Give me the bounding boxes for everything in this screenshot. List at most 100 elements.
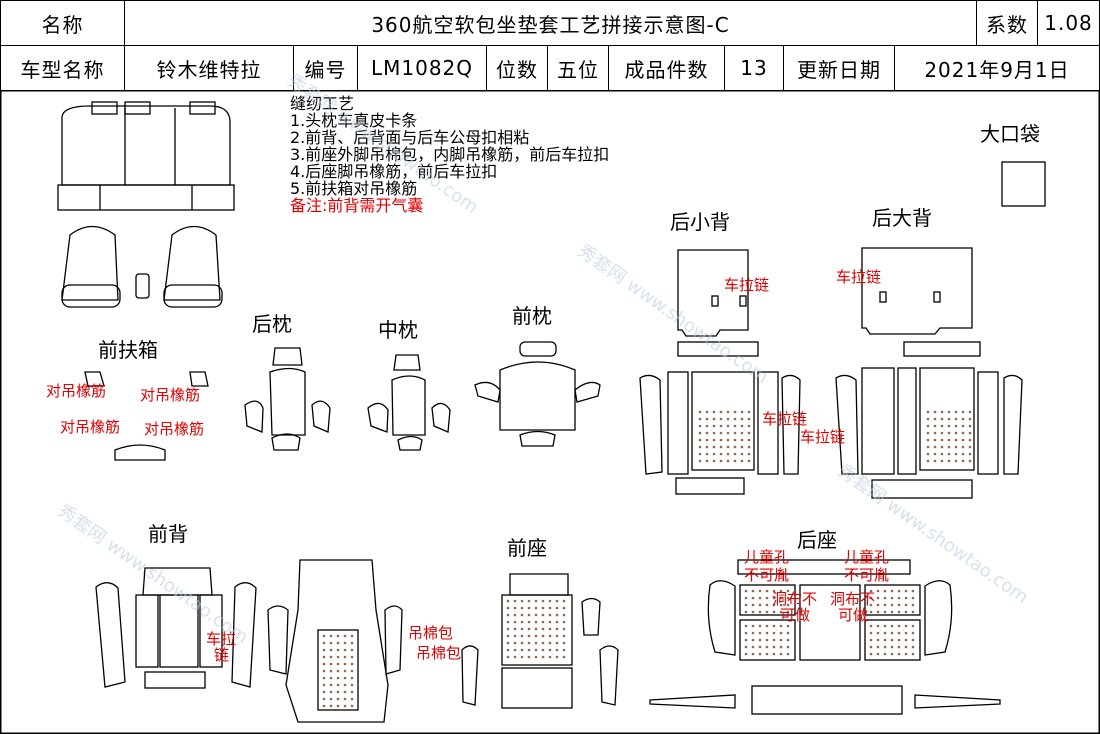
- quilting-dot: [933, 431, 937, 435]
- quilting-dot: [336, 641, 340, 645]
- quilting-dot: [336, 683, 340, 687]
- quilting-dot: [744, 638, 748, 642]
- quilting-dot: [329, 676, 333, 680]
- quilting-dot: [890, 610, 894, 614]
- annotation-hole-no: 可做: [838, 606, 869, 624]
- quilting-dot: [527, 599, 531, 603]
- quilting-dot: [883, 652, 887, 656]
- quilting-dot: [758, 638, 762, 642]
- quilting-dot: [758, 624, 762, 628]
- quilting-dot: [940, 424, 944, 428]
- annotation-cotton: 吊棉包: [416, 644, 462, 662]
- quilting-dot: [726, 410, 730, 414]
- quilting-dot: [322, 669, 326, 673]
- coef-value-cell: 1.08: [1037, 0, 1100, 46]
- annotation-zipper: 车拉链: [762, 410, 808, 428]
- quilting-dot: [712, 459, 716, 463]
- quilting-dot: [869, 596, 873, 600]
- quilting-dot: [712, 424, 716, 428]
- quilting-dot: [751, 596, 755, 600]
- quilting-dot: [954, 410, 958, 414]
- annotation-zipper: 车拉链: [724, 276, 770, 294]
- quilting-dot: [758, 603, 762, 607]
- rear-big-back-pieces: [861, 247, 981, 357]
- quilting-dot: [961, 438, 965, 442]
- annotation-hole-no: 可做: [780, 606, 811, 624]
- quilting-dot: [758, 652, 762, 656]
- quilting-dot: [890, 645, 894, 649]
- quilting-dot: [744, 610, 748, 614]
- quilting-dot: [747, 424, 751, 428]
- quilting-dot: [779, 589, 783, 593]
- quilting-dot: [343, 697, 347, 701]
- seat-value: 五位: [557, 57, 599, 82]
- quilting-dot: [541, 599, 545, 603]
- quilting-dot: [719, 438, 723, 442]
- quilting-dot: [513, 634, 517, 638]
- quilting-dot: [336, 669, 340, 673]
- quilting-dot: [911, 631, 915, 635]
- quilting-dot: [786, 631, 790, 635]
- quilting-dot: [911, 596, 915, 600]
- quilting-dot: [772, 652, 776, 656]
- armrest-label: 前扶箱: [98, 338, 158, 362]
- quilting-dot: [698, 410, 702, 414]
- quilting-dot: [954, 438, 958, 442]
- quilting-dot: [883, 603, 887, 607]
- quilting-dot: [772, 596, 776, 600]
- quilting-dot: [747, 417, 751, 421]
- quilting-dot: [733, 417, 737, 421]
- pieces-value-cell: 13: [724, 45, 784, 91]
- quilting-dot: [534, 627, 538, 631]
- quilting-dot: [968, 431, 972, 435]
- quilting-dot: [779, 645, 783, 649]
- quilting-dot: [322, 641, 326, 645]
- code-value-cell: LM1082Q: [357, 45, 487, 91]
- quilting-dot: [772, 589, 776, 593]
- quilting-dot: [897, 610, 901, 614]
- quilting-dot: [744, 624, 748, 628]
- quilting-dot: [322, 690, 326, 694]
- quilting-dot: [733, 452, 737, 456]
- quilting-dot: [765, 596, 769, 600]
- quilting-dot: [719, 424, 723, 428]
- quilting-dot: [343, 641, 347, 645]
- rear-pillow-pieces: [244, 347, 331, 451]
- coef-value: 1.08: [1044, 11, 1093, 35]
- quilting-dot: [786, 645, 790, 649]
- quilting-dot: [506, 599, 510, 603]
- quilting-dot: [350, 662, 354, 666]
- sewing-notes: 缝纫工艺 1.头枕车真皮卡条 2.前背、后背面与后车公母扣相粘 3.前座外脚吊棉…: [290, 95, 609, 214]
- quilting-dot: [513, 655, 517, 659]
- quilting-dot: [940, 410, 944, 414]
- quilting-dot: [786, 603, 790, 607]
- quilting-dot: [876, 610, 880, 614]
- quilting-dot-layer: [322, 410, 972, 708]
- quilting-dot: [961, 431, 965, 435]
- quilting-dot: [911, 603, 915, 607]
- quilting-dot: [947, 459, 951, 463]
- quilting-dot: [520, 606, 524, 610]
- quilting-dot: [527, 613, 531, 617]
- quilting-dot: [897, 638, 901, 642]
- quilting-dot: [506, 655, 510, 659]
- quilting-dot: [779, 631, 783, 635]
- quilting-dot: [548, 627, 552, 631]
- quilting-dot: [765, 610, 769, 614]
- quilting-dot: [926, 417, 930, 421]
- quilting-dot: [786, 589, 790, 593]
- quilting-dot: [968, 459, 972, 463]
- quilting-dot: [329, 641, 333, 645]
- quilting-dot: [534, 599, 538, 603]
- quilting-dot: [350, 690, 354, 694]
- rear-bench-outline: [57, 101, 235, 211]
- quilting-dot: [869, 652, 873, 656]
- quilting-dot: [904, 603, 908, 607]
- quilting-dot: [947, 431, 951, 435]
- quilting-dot: [506, 634, 510, 638]
- annotation-elastic: 对吊橡筋: [60, 418, 121, 436]
- quilting-dot: [890, 631, 894, 635]
- quilting-dot: [897, 624, 901, 628]
- quilting-dot: [541, 634, 545, 638]
- quilting-dot: [322, 676, 326, 680]
